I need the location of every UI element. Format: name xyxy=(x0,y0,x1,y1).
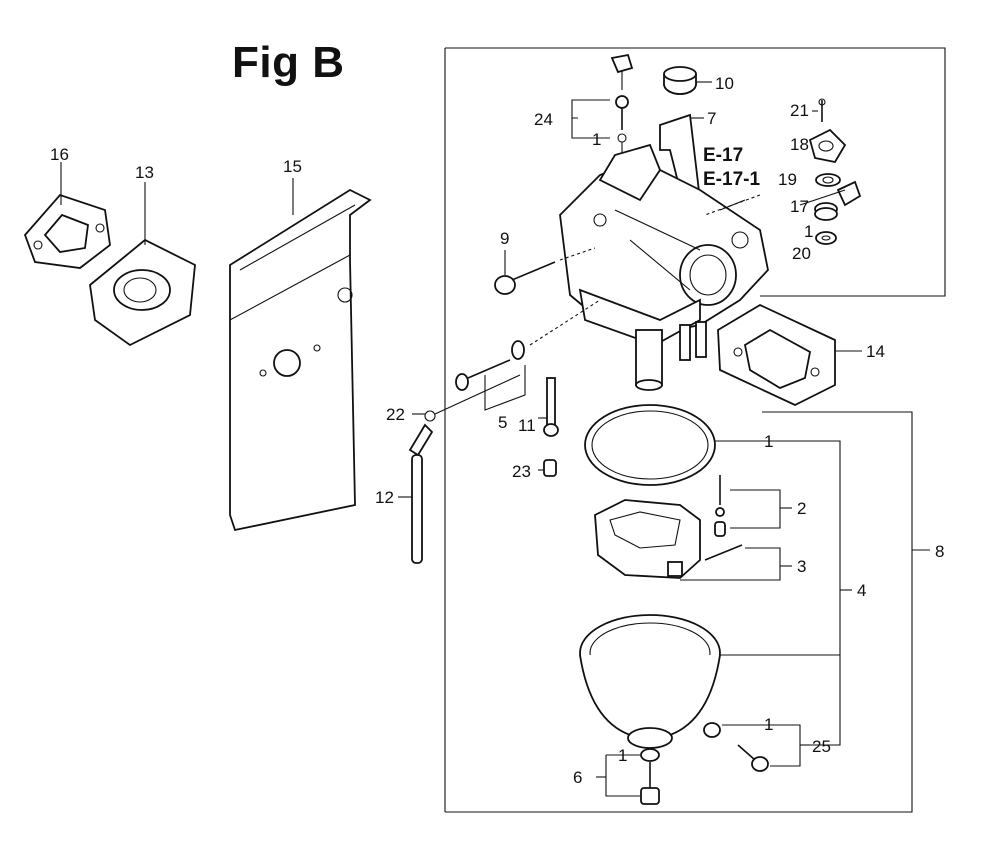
part-3-pin xyxy=(680,544,792,581)
callout-8: 8 xyxy=(935,542,944,561)
figure-title: Fig B xyxy=(232,38,345,87)
callout-22: 22 xyxy=(386,405,405,424)
callout-4: 4 xyxy=(857,581,866,600)
callout-1-bowl: 1 xyxy=(764,715,773,734)
callout-9: 9 xyxy=(500,229,509,248)
part-20-oring xyxy=(815,231,837,245)
carburetor-body xyxy=(559,143,769,391)
callout-5: 5 xyxy=(498,413,507,432)
callout-10: 10 xyxy=(715,74,734,93)
callout-24: 24 xyxy=(534,110,553,129)
part-11-jet xyxy=(538,377,559,437)
callout-18: 18 xyxy=(790,135,809,154)
callout-25: 25 xyxy=(812,737,831,756)
part-9-screw xyxy=(494,247,596,295)
part-5-pilot-screw xyxy=(455,299,601,411)
callout-17: 17 xyxy=(790,197,809,216)
part-12-tube xyxy=(398,423,434,564)
part-10-cap xyxy=(663,66,712,95)
part-19-washer xyxy=(815,173,862,207)
callout-11: 11 xyxy=(518,416,536,435)
part-23-jet xyxy=(538,459,557,477)
callout-13: 13 xyxy=(135,163,154,182)
callout-7: 7 xyxy=(707,109,716,128)
callout-15: 15 xyxy=(283,157,302,176)
reference-e17: E-17 xyxy=(703,145,743,166)
assembly-frame xyxy=(444,47,946,813)
callout-12: 12 xyxy=(375,488,394,507)
callout-21: 21 xyxy=(790,101,809,120)
callout-16: 16 xyxy=(50,145,69,164)
callout-3: 3 xyxy=(797,557,806,576)
callout-23: 23 xyxy=(512,462,531,481)
part-2-needle xyxy=(714,475,792,537)
part-17-spring xyxy=(814,202,838,221)
part-float xyxy=(594,499,701,579)
part-21-screw xyxy=(812,98,826,122)
callout-2: 2 xyxy=(797,499,806,518)
callout-1-drain: 1 xyxy=(618,746,627,765)
callout-1-gasket: 1 xyxy=(764,432,773,451)
part-13-insulator xyxy=(89,182,196,347)
callout-1-top: 1 xyxy=(592,130,601,149)
reference-e171: E-17-1 xyxy=(703,169,760,190)
part-16-gasket xyxy=(23,162,111,269)
part-22-clip xyxy=(412,374,521,422)
part-14-gasket xyxy=(717,303,862,406)
part-18-lever xyxy=(808,128,847,164)
part-24-screw xyxy=(571,53,634,155)
callout-19: 19 xyxy=(778,170,797,189)
bracket-4 xyxy=(760,440,841,746)
part-6-drain xyxy=(596,748,660,805)
arrow-e17 xyxy=(704,194,761,216)
part-25-screw xyxy=(703,722,810,772)
part-bowl xyxy=(579,614,840,749)
leader-19 xyxy=(799,189,846,206)
callout-1-right: 1 xyxy=(804,222,813,241)
part-15-plate xyxy=(229,178,372,532)
part-1-gasket-ring xyxy=(584,404,760,486)
callout-6: 6 xyxy=(573,768,582,787)
callout-14: 14 xyxy=(866,342,885,361)
callout-20: 20 xyxy=(792,244,811,263)
